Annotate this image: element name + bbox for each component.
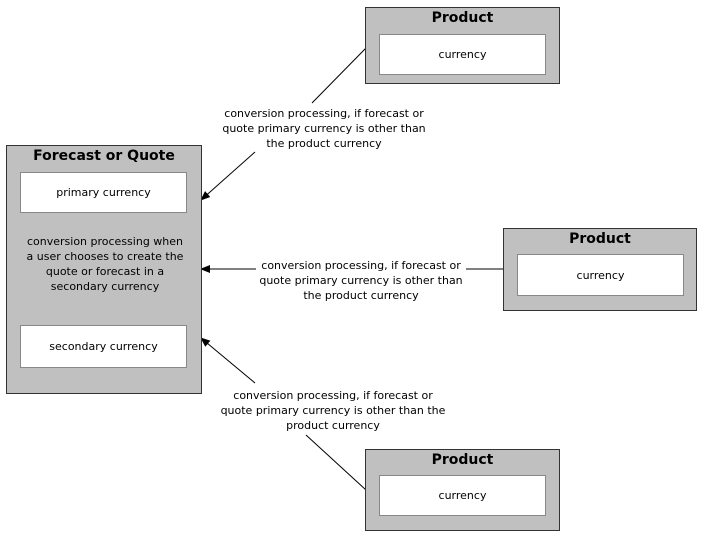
connector-note-middle: conversion processing, if forecast or qu… — [256, 258, 466, 303]
connector-note-bottom: conversion processing, if forecast or qu… — [220, 388, 446, 433]
product-middle-currency: currency — [517, 254, 684, 296]
product-box-bottom: Product currency — [365, 449, 560, 531]
secondary-currency-box: secondary currency — [20, 325, 187, 368]
product-bottom-currency: currency — [379, 475, 546, 516]
connector-top-upper — [311, 47, 367, 104]
product-box-top: Product currency — [365, 7, 560, 84]
internal-conversion-note: conversion processing when a user choose… — [26, 235, 184, 293]
forecast-quote-title: Forecast or Quote — [33, 148, 175, 164]
forecast-quote-box: Forecast or Quote primary currency conve… — [6, 145, 202, 394]
product-box-middle: Product currency — [503, 228, 697, 311]
connector-bottom-upper — [200, 337, 256, 384]
product-top-title: Product — [431, 10, 494, 26]
product-bottom-title: Product — [431, 452, 494, 468]
product-top-currency: currency — [379, 34, 546, 75]
connector-top-lower — [200, 151, 256, 201]
product-middle-title: Product — [569, 231, 631, 247]
connector-note-top: conversion processing, if forecast or qu… — [212, 106, 436, 151]
primary-currency-box: primary currency — [20, 172, 187, 213]
connector-bottom-lower — [305, 434, 367, 491]
